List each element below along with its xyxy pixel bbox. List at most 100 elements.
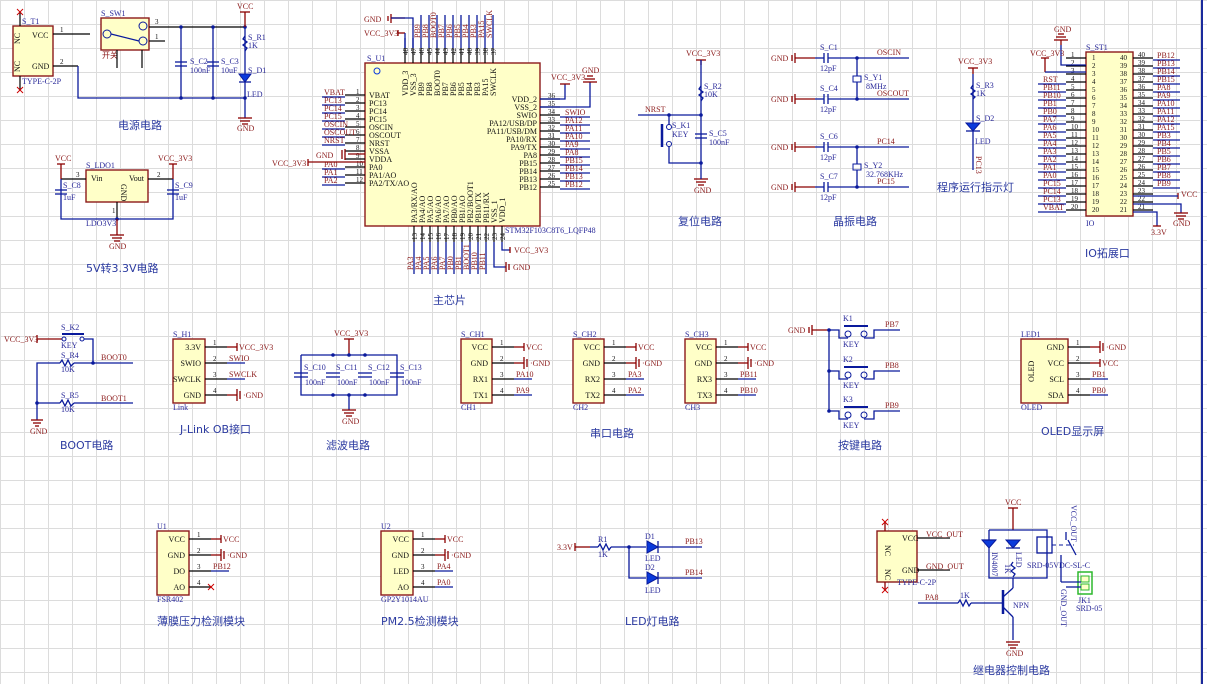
io-inner-num: 14 bbox=[1092, 158, 1100, 166]
pm25-chip[interactable] bbox=[380, 530, 414, 596]
filter-gnd: GND bbox=[342, 417, 360, 426]
reset-circuit: VCC_3V3 S_R2 10K NRST S_K1 KEY S_C5 100n… bbox=[638, 49, 730, 228]
io-inner-num: 6 bbox=[1092, 94, 1096, 102]
uart-ch1-net: VCC bbox=[526, 343, 542, 352]
relay-conn-gnd: GND bbox=[902, 566, 920, 575]
mcu-pin-name: PC15 bbox=[369, 115, 387, 124]
uart-header[interactable] bbox=[572, 338, 605, 404]
mcu-net-label: PA0 bbox=[324, 160, 338, 169]
fsr-chip[interactable] bbox=[156, 530, 190, 596]
oled-body: OLED bbox=[1027, 360, 1036, 382]
filter-cap-ref: S_C11 bbox=[336, 363, 358, 372]
k2-val: KEY bbox=[61, 341, 78, 350]
pm25-pins-pin-num: 2 bbox=[421, 547, 425, 555]
reset-gnd: GND bbox=[694, 186, 712, 195]
c3-val: 10uF bbox=[221, 66, 238, 75]
r4-val: 10K bbox=[61, 365, 75, 374]
mcu-part: STM32F103C8T6_LQFP48 bbox=[505, 226, 596, 235]
r2-val: 10K bbox=[704, 90, 718, 99]
io-net-label: PB7 bbox=[1157, 163, 1171, 172]
uart-header[interactable] bbox=[460, 338, 493, 404]
mcu-pin-name: PB1/AO bbox=[458, 195, 467, 223]
uart-ch3-pin-num: 4 bbox=[724, 387, 728, 395]
filter-vcc: VCC_3V3 bbox=[334, 329, 368, 338]
relay-typec[interactable] bbox=[876, 530, 918, 583]
conn-pin-nc1: NC bbox=[13, 33, 22, 44]
section-title-power: 电源电路 bbox=[118, 118, 162, 132]
io-pin-num: 3 bbox=[1071, 67, 1075, 75]
io-pin-num: 12 bbox=[1071, 139, 1079, 147]
mcu-net-label: PC13 bbox=[324, 96, 342, 105]
uart-ch2-net: VCC bbox=[638, 343, 654, 352]
mcu-pin-num: 16 bbox=[435, 233, 443, 241]
conn-part: TYPE-C-2P bbox=[22, 77, 62, 86]
fsr-pins-pin-name: DO bbox=[173, 567, 185, 576]
mcu-net-label: PA7 bbox=[438, 257, 447, 271]
y2-ref: S_Y2 bbox=[864, 161, 882, 170]
c5-ref: S_C5 bbox=[709, 129, 727, 138]
io-part: IO bbox=[1086, 219, 1095, 228]
mcu-right-gnd: GND bbox=[582, 66, 600, 75]
filter-cap-val: 100nF bbox=[337, 378, 358, 387]
svg-text:1: 1 bbox=[155, 33, 159, 41]
io-inner-num: 27 bbox=[1120, 158, 1128, 166]
mcu-net-label: PA12 bbox=[565, 116, 583, 125]
io-inner-num: 22 bbox=[1120, 198, 1128, 206]
mcu-pin-num: 26 bbox=[548, 172, 556, 180]
ldo-chip[interactable] bbox=[85, 169, 149, 203]
io-pin-num: 2 bbox=[1071, 59, 1075, 67]
io-net-label: PB8 bbox=[1157, 171, 1171, 180]
oled-pins-pin-num: 3 bbox=[1076, 371, 1080, 379]
jlink-header[interactable] bbox=[172, 338, 206, 404]
io-net-label: PB0 bbox=[1043, 107, 1057, 116]
mcu-pin-name: PA9/TX bbox=[511, 143, 538, 152]
uart-ch3-pin-name: TX3 bbox=[697, 391, 712, 400]
relay-conn-nc2: NC bbox=[883, 569, 892, 580]
mcu-net-label: PC15 bbox=[324, 112, 342, 121]
io-pin-num: 28 bbox=[1138, 147, 1146, 155]
filter-cap-ref: S_C13 bbox=[400, 363, 422, 372]
r5-ref: S_R5 bbox=[61, 391, 79, 400]
jlink-pins-pin-name: 3.3V bbox=[185, 343, 201, 352]
pm25-pins-pin-num: 3 bbox=[421, 563, 425, 571]
io-pin-num: 18 bbox=[1071, 187, 1079, 195]
key-net: PB7 bbox=[885, 320, 899, 329]
mcu-pin-num: 17 bbox=[443, 233, 451, 241]
conn-pin-vcc: VCC bbox=[32, 31, 48, 40]
mcu-top-gnd: GND bbox=[364, 15, 382, 24]
uart-ch3-net: VCC bbox=[750, 343, 766, 352]
y2-val: 32.768KHz bbox=[866, 170, 904, 179]
relay-jk-terminal[interactable] bbox=[1077, 571, 1093, 595]
y1-val: 8MHz bbox=[866, 82, 887, 91]
uart-ch1-pin-num: 3 bbox=[500, 371, 504, 379]
mcu-pin-name: PA11/USB/DM bbox=[487, 127, 537, 136]
r1-val: 1K bbox=[248, 41, 258, 50]
io-header[interactable] bbox=[1085, 51, 1134, 217]
mcu-net-label: PB0 bbox=[446, 256, 455, 270]
mcu-net-label: PC14 bbox=[324, 104, 342, 113]
io-pin-num: 40 bbox=[1138, 51, 1146, 59]
oled-module[interactable] bbox=[1020, 338, 1069, 404]
svg-text:3: 3 bbox=[76, 171, 80, 179]
io-pin-num: 20 bbox=[1071, 203, 1079, 211]
mcu-pin-name: PB13 bbox=[519, 175, 537, 184]
mcu-pin-num: 5 bbox=[356, 120, 360, 128]
io-pin-num: 34 bbox=[1138, 99, 1146, 107]
pm25-pins-pin-num: 1 bbox=[421, 531, 425, 539]
indicator-vcc: VCC_3V3 bbox=[958, 57, 992, 66]
crystal-gnd: GND bbox=[771, 95, 789, 104]
io-net-label: PA10 bbox=[1157, 99, 1175, 108]
mcu-pin-name: NRST bbox=[369, 139, 390, 148]
d1-ref: S_D1 bbox=[248, 66, 266, 75]
typec-connector[interactable] bbox=[12, 25, 54, 77]
mcu-chip[interactable] bbox=[364, 62, 541, 227]
uart-header[interactable] bbox=[684, 338, 717, 404]
ledc-d1-val: LED bbox=[645, 554, 661, 563]
mcu-net-label: BOOT1 bbox=[462, 244, 471, 270]
io-inner-num: 11 bbox=[1092, 134, 1099, 142]
ledc-d1-net: PB13 bbox=[685, 537, 703, 546]
uart-ch2-pin-name: VCC bbox=[584, 343, 600, 352]
mcu-pin-name: PA6/AO bbox=[434, 196, 443, 223]
mcu-pin-name: VSS_2 bbox=[514, 103, 537, 112]
